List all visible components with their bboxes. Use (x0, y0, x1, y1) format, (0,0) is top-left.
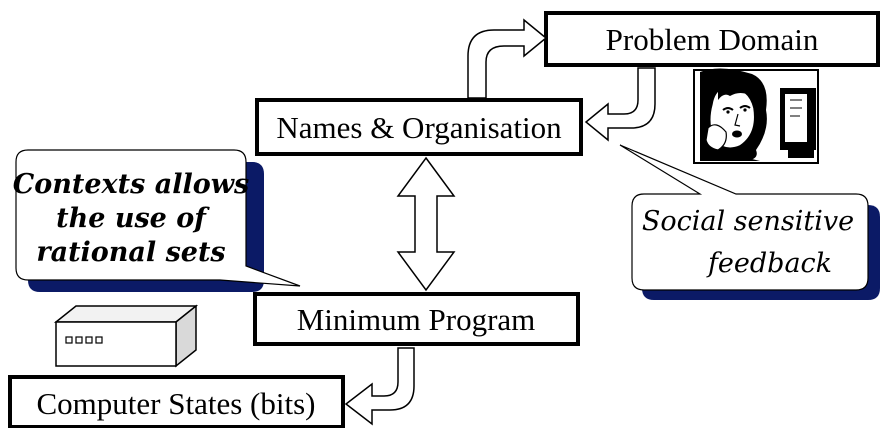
contexts-callout-line2: the use of (56, 203, 210, 234)
computer-states-box: Computer States (bits) (8, 375, 345, 428)
woman-at-computer-icon (693, 68, 819, 164)
computer-states-label: Computer States (bits) (37, 386, 316, 421)
social-callout-line1: Social sensitive (642, 206, 854, 237)
minimum-program-label: Minimum Program (297, 302, 536, 337)
arrow-names-minimum-bidirectional (396, 156, 456, 292)
arrow-names-to-problem-domain (467, 18, 548, 99)
contexts-callout-line3: rational sets (36, 237, 225, 268)
problem-domain-label: Problem Domain (606, 22, 819, 57)
problem-domain-box: Problem Domain (544, 11, 880, 67)
arrow-minimum-to-computer-states (344, 347, 415, 426)
computer-server-icon (53, 304, 199, 368)
contexts-callout-line1: Contexts allows (13, 169, 249, 200)
names-organisation-box: Names & Organisation (255, 98, 583, 156)
contexts-callout: Contexts allows the use of rational sets (13, 149, 312, 292)
minimum-program-box: Minimum Program (253, 292, 580, 346)
names-organisation-label: Names & Organisation (276, 110, 562, 145)
arrow-problem-domain-to-names (584, 67, 656, 142)
social-callout-line2: feedback (706, 248, 832, 279)
social-feedback-callout: Social sensitive feedback (619, 144, 880, 300)
